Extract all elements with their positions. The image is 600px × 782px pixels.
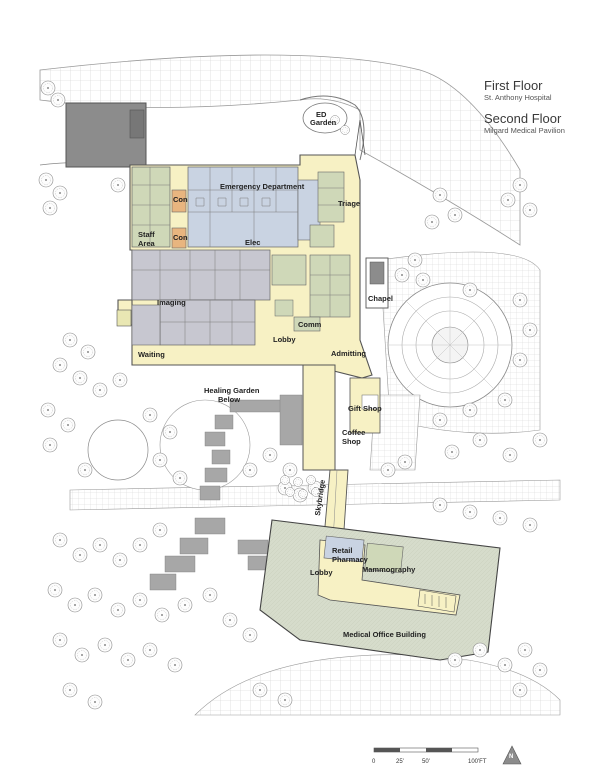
label-ed-garden: Garden — [310, 118, 337, 127]
title-second-floor-sub: Milgard Medical Pavilion — [484, 126, 565, 135]
north-label: N — [509, 754, 514, 760]
scale-label-50: 50' — [422, 759, 430, 765]
label-healing-garden-below: Below — [218, 395, 241, 404]
label-imaging: Imaging — [157, 298, 186, 307]
circular-plaza — [379, 251, 541, 434]
ed-garden-circle — [302, 102, 348, 134]
label-retail-pharmacy: Retail Pharmacy — [332, 546, 368, 564]
title-first-floor: First Floor — [484, 78, 543, 93]
label-triage: Triage — [338, 199, 361, 208]
label-coffee-shop: Coffee Shop — [342, 428, 366, 446]
label-staff-area: Staff Area — [138, 230, 155, 248]
scale-label-25: 25' — [396, 759, 404, 765]
title-block: First Floor St. Anthony Hospital Second … — [484, 78, 594, 144]
label-elec: Elec — [245, 238, 261, 247]
label-mammography: Mammography — [362, 565, 416, 574]
label-lobby: Lobby — [273, 335, 296, 344]
label-gift-shop: Gift Shop — [348, 404, 382, 413]
label-comm: Comm — [298, 320, 322, 329]
medical-office-building — [259, 519, 501, 661]
site-drive — [39, 54, 521, 246]
label-mob-lobby: Lobby — [310, 568, 333, 577]
label-healing-garden: Healing Garden — [204, 386, 260, 395]
label-waiting: Waiting — [138, 350, 165, 359]
label-con-2: Con — [173, 233, 188, 242]
scale-label-100: 100'FT — [468, 759, 487, 765]
north-arrow-icon — [502, 745, 522, 765]
label-medical-office-building: Medical Office Building — [343, 630, 426, 639]
label-admitting: Admitting — [331, 349, 366, 358]
hospital-building — [116, 119, 389, 471]
label-con-1: Con — [173, 195, 188, 204]
scale-bar — [373, 747, 479, 753]
label-chapel: Chapel — [368, 294, 394, 303]
label-emergency-department: Emergency Department — [220, 182, 305, 191]
label-ed-garden-1: ED — [316, 110, 327, 119]
title-first-floor-sub: St. Anthony Hospital — [484, 93, 552, 102]
healing-garden-path — [149, 394, 303, 591]
scale-label-0: 0 — [372, 759, 376, 765]
title-second-floor: Second Floor — [484, 111, 562, 126]
